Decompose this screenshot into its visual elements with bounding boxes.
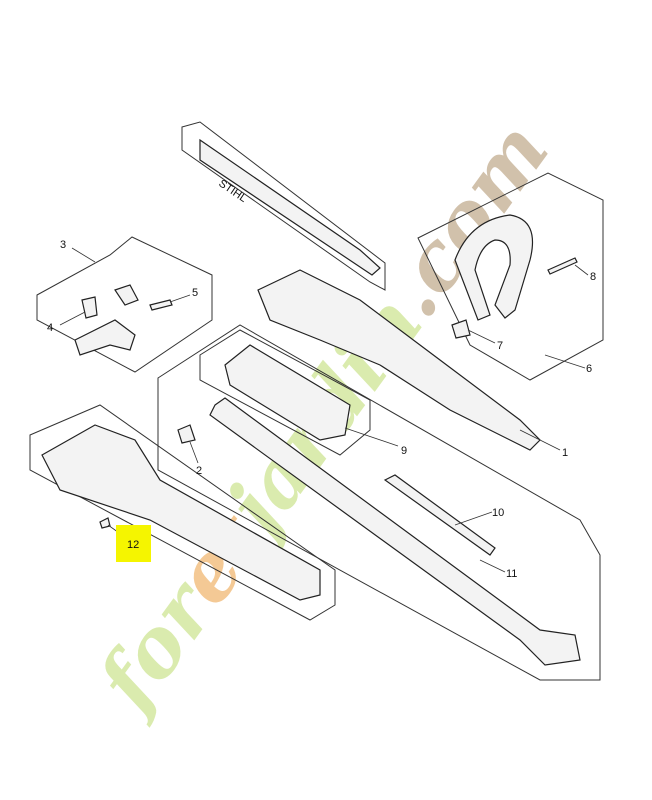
callout-6[interactable]: 6 bbox=[586, 363, 592, 375]
callout-2[interactable]: 2 bbox=[196, 465, 202, 477]
part-switch bbox=[114, 284, 139, 306]
panel-kit-3 bbox=[36, 236, 213, 373]
panel-handle bbox=[29, 404, 336, 621]
callout-11[interactable]: 11 bbox=[506, 568, 517, 580]
part-screw-12 bbox=[99, 517, 111, 529]
watermark-part-4: .com bbox=[365, 105, 567, 334]
part-label-10 bbox=[383, 474, 496, 556]
callout-10[interactable]: 10 bbox=[492, 507, 504, 519]
part-housing-1 bbox=[257, 269, 541, 451]
callout-12[interactable]: 12 bbox=[127, 539, 139, 551]
part-screw-8 bbox=[547, 257, 578, 275]
part-trigger bbox=[74, 319, 136, 356]
part-pin-5 bbox=[149, 299, 173, 311]
callout-1[interactable]: 1 bbox=[562, 447, 568, 459]
part-clip-2 bbox=[177, 424, 196, 444]
callout-5[interactable]: 5 bbox=[192, 287, 198, 299]
part-clip-7 bbox=[451, 319, 471, 339]
panel-guard bbox=[181, 121, 386, 291]
part-9 bbox=[224, 344, 351, 441]
part-spring bbox=[81, 296, 98, 319]
panel-part-9 bbox=[199, 329, 371, 456]
highlight-box bbox=[116, 525, 151, 562]
callout-8[interactable]: 8 bbox=[590, 271, 596, 283]
part-handle bbox=[41, 424, 321, 601]
panel-kit-6 bbox=[417, 172, 604, 381]
part-guard bbox=[199, 138, 381, 276]
callout-4[interactable]: 4 bbox=[47, 322, 53, 334]
panel-shaft bbox=[157, 324, 601, 681]
callout-9[interactable]: 9 bbox=[401, 445, 407, 457]
part-shaft bbox=[209, 397, 581, 666]
part-bail-handle bbox=[454, 214, 534, 321]
callout-7[interactable]: 7 bbox=[497, 340, 503, 352]
callout-3[interactable]: 3 bbox=[60, 239, 66, 251]
